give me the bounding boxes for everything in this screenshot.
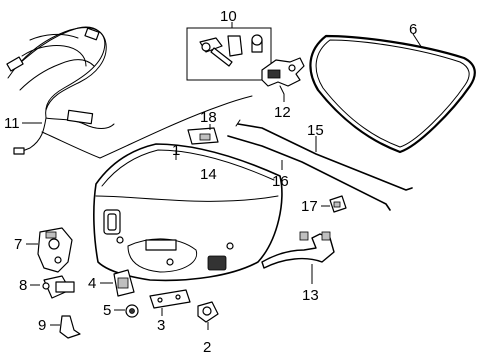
opener-cable-harness-part <box>6 26 253 159</box>
callout-11: 11 <box>4 115 20 132</box>
trunk-switch-part <box>187 127 219 145</box>
nut-part <box>197 301 219 323</box>
callout-18: 18 <box>200 109 217 126</box>
trunk-lid-part <box>93 143 283 282</box>
weatherstrip-seal-part <box>309 34 476 154</box>
bracket-part <box>113 269 135 297</box>
rod-clip-part <box>329 195 347 213</box>
bolt-part <box>125 304 139 318</box>
torsion-bar-part <box>261 231 335 269</box>
release-rod-part <box>235 119 413 191</box>
callout-12: 12 <box>274 104 291 121</box>
callout-7: 7 <box>14 236 22 253</box>
callout-6: 6 <box>409 21 417 38</box>
latch-actuator-part <box>261 57 305 95</box>
callout-13: 13 <box>302 287 319 304</box>
seal-leader-line <box>412 33 423 49</box>
striker-part <box>59 315 81 339</box>
callout-labels: 1 2 3 4 5 6 7 8 9 10 11 12 13 14 15 16 1… <box>4 8 417 356</box>
callout-1: 1 <box>172 142 180 159</box>
callout-15: 15 <box>307 122 324 139</box>
callout-17: 17 <box>301 198 318 215</box>
trunk-latch-part <box>37 227 73 273</box>
callout-9: 9 <box>38 317 46 334</box>
callout-10: 10 <box>220 8 237 25</box>
garnish-part <box>149 289 191 309</box>
lock-cylinder-part <box>42 275 75 299</box>
callout-4: 4 <box>88 275 96 292</box>
callout-5: 5 <box>103 302 111 319</box>
key-cylinder-set-part <box>186 27 272 81</box>
support-rod-part <box>227 135 391 211</box>
callout-8: 8 <box>19 277 27 294</box>
callout-3: 3 <box>157 317 165 334</box>
callout-2: 2 <box>203 339 211 356</box>
callout-16: 16 <box>272 173 289 190</box>
callout-14: 14 <box>200 166 217 183</box>
